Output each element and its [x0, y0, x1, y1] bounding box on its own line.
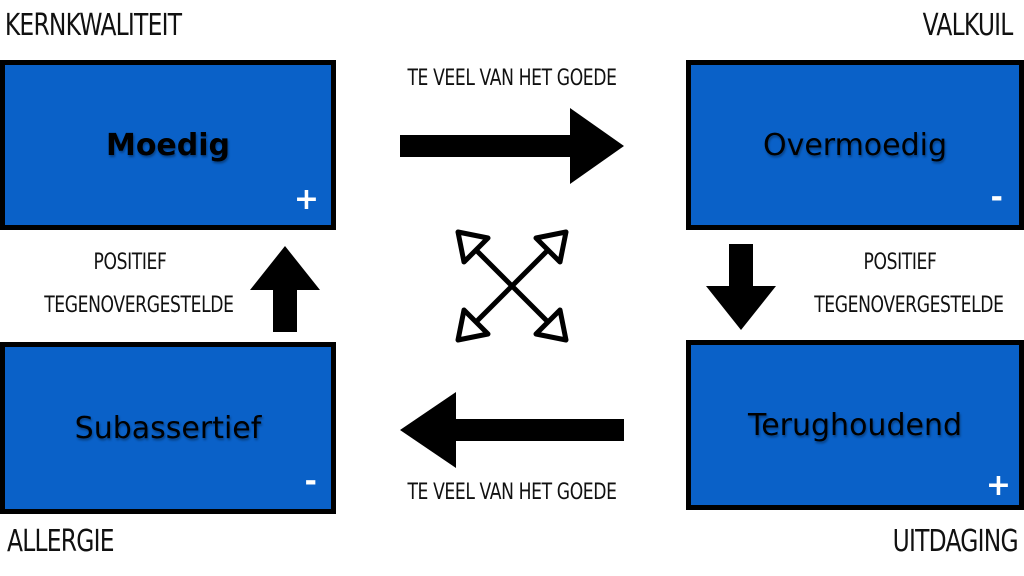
arrow-label-top: TE VEEL VAN HET GOEDE — [407, 66, 617, 91]
arrow-label-left-line2: TEGENOVERGESTELDE — [44, 293, 234, 318]
cross-arrows-icon — [455, 229, 569, 343]
box-label-terughoudend: Terughoudend — [747, 407, 962, 443]
minus-sign: - — [304, 464, 317, 499]
arrow-up-icon — [250, 246, 320, 332]
box-label-subassertief: Subassertief — [74, 410, 262, 446]
arrow-label-bottom: TE VEEL VAN HET GOEDE — [407, 480, 617, 505]
plus-sign: + — [293, 182, 319, 217]
plus-sign: + — [985, 468, 1011, 503]
box-allergie: Subassertief - — [0, 342, 336, 514]
corner-label-uitdaging: UITDAGING — [892, 524, 1019, 559]
box-kernkwaliteit: Moedig + — [0, 60, 336, 230]
corner-label-valkuil: VALKUIL — [922, 8, 1014, 43]
arrow-right-icon — [400, 108, 624, 184]
corner-label-allergie: ALLERGIE — [7, 524, 114, 559]
minus-sign: - — [990, 180, 1003, 215]
arrow-down-icon — [706, 244, 776, 330]
arrow-label-right-line1: POSITIEF — [863, 250, 937, 275]
corner-label-kernkwaliteit: KERNKWALITEIT — [4, 8, 182, 43]
arrow-label-right-line2: TEGENOVERGESTELDE — [814, 293, 1004, 318]
box-uitdaging: Terughoudend + — [686, 340, 1024, 510]
box-label-moedig: Moedig — [105, 127, 231, 163]
box-label-overmoedig: Overmoedig — [762, 127, 948, 163]
box-valkuil: Overmoedig - — [686, 60, 1024, 230]
arrow-left-icon — [400, 392, 624, 468]
arrow-label-left-line1: POSITIEF — [93, 250, 167, 275]
